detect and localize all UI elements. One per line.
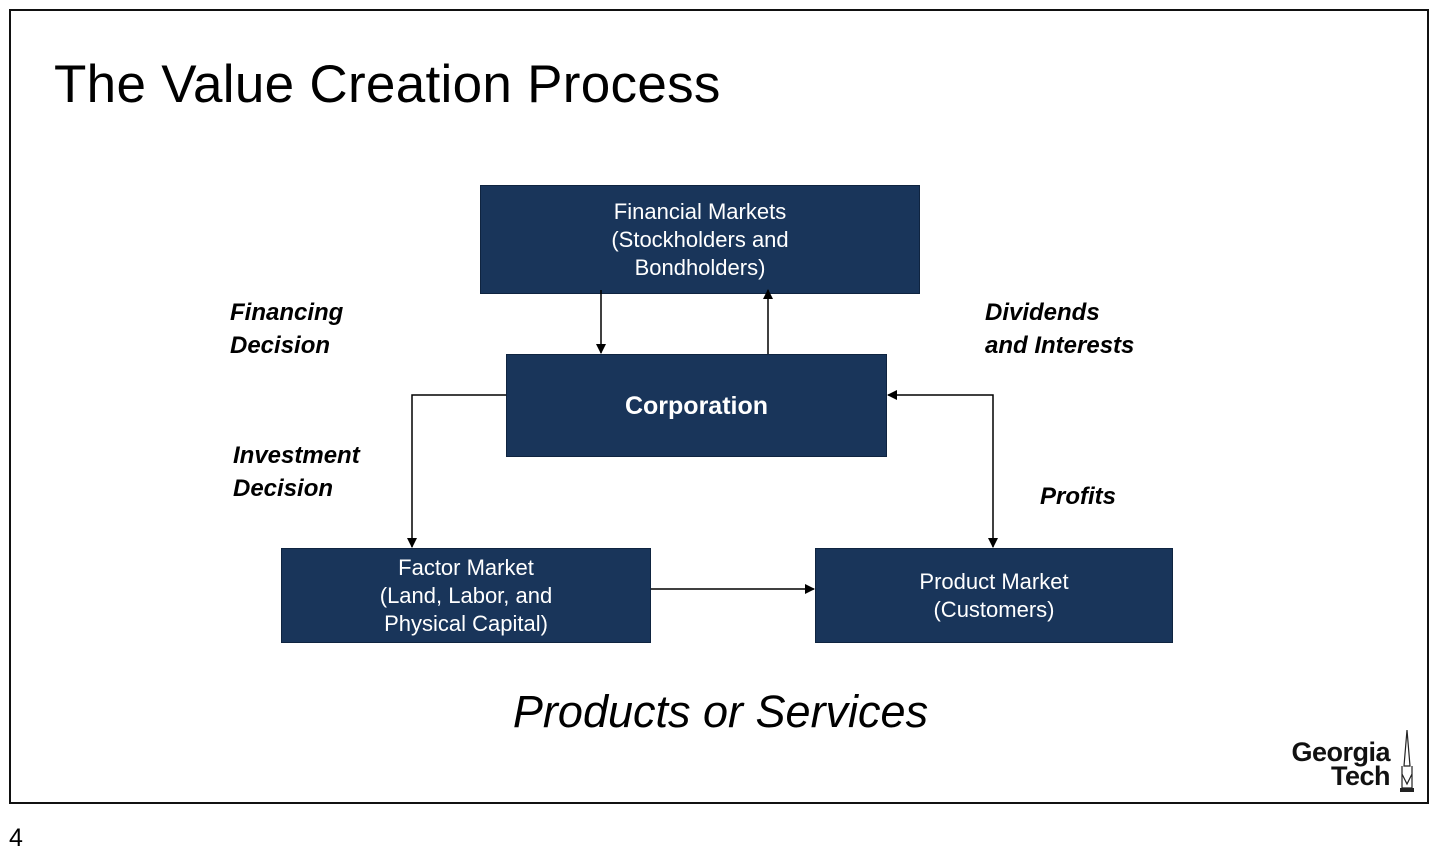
- logo-line-1: Georgia: [1291, 737, 1390, 767]
- dividends-label-line-1: Dividends: [985, 299, 1100, 326]
- factor-market-box: Factor Market (Land, Labor, and Physical…: [281, 548, 651, 643]
- dividends-label-line-2: and Interests: [985, 332, 1135, 359]
- financial-markets-line-2: (Stockholders and: [611, 226, 789, 252]
- profits-label: Profits: [1040, 480, 1116, 513]
- products-services-caption: Products or Services: [512, 686, 929, 737]
- factor-market-line-1: Factor Market: [398, 554, 534, 580]
- dividends-interests-label: Dividends and Interests: [985, 296, 1134, 362]
- tech-tower-icon: [1400, 729, 1414, 792]
- corporation-box: Corporation: [506, 354, 887, 457]
- logo-line-2: Tech: [1330, 761, 1391, 791]
- profits-label-text: Profits: [1040, 483, 1117, 510]
- investment-decision-label: Investment Decision: [233, 439, 360, 505]
- corporation-label: Corporation: [624, 391, 769, 420]
- investment-label-line-1: Investment: [233, 442, 360, 469]
- financial-markets-box: Financial Markets (Stockholders and Bond…: [480, 185, 920, 294]
- page-number: 4: [9, 824, 23, 852]
- financing-label-line-1: Financing: [230, 299, 344, 326]
- factor-market-line-2: (Land, Labor, and: [379, 582, 553, 608]
- product-market-box: Product Market (Customers): [815, 548, 1173, 643]
- financing-decision-label: Financing Decision: [230, 296, 343, 362]
- financial-markets-line-1: Financial Markets: [613, 198, 787, 224]
- product-market-line-2: (Customers): [933, 596, 1055, 622]
- factor-market-line-3: Physical Capital): [384, 610, 548, 636]
- investment-label-line-2: Decision: [233, 475, 334, 502]
- georgia-tech-logo: Georgia Tech: [1268, 728, 1424, 796]
- financing-label-line-2: Decision: [230, 332, 331, 359]
- product-market-line-1: Product Market: [919, 568, 1069, 594]
- financial-markets-line-3: Bondholders): [634, 254, 766, 280]
- logo-wordmark: Georgia Tech: [1291, 737, 1391, 791]
- slide-title: The Value Creation Process: [54, 55, 721, 114]
